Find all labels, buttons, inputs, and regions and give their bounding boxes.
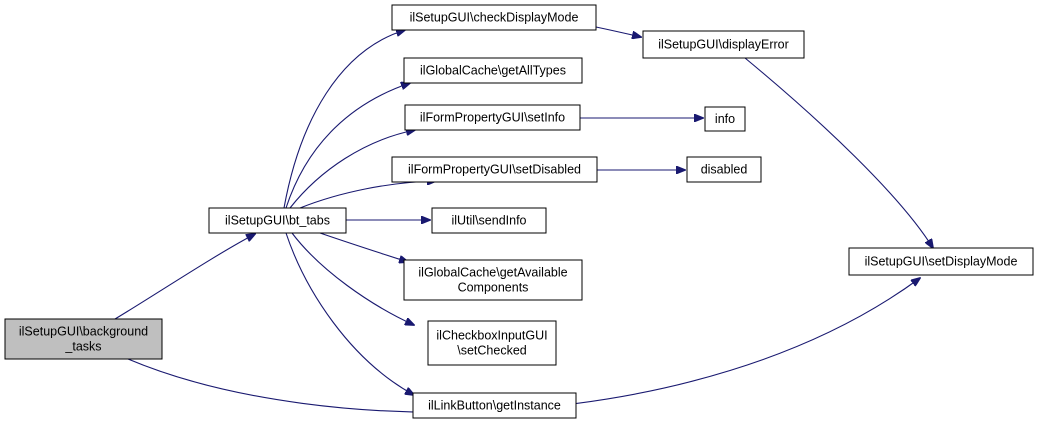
node-background_tasks: ilSetupGUI\background_tasks	[4, 318, 163, 360]
node-box	[848, 247, 1034, 276]
node-label: ilCheckboxInputGUI	[436, 329, 547, 343]
node-checkDisplayMode[interactable]: ilSetupGUI\checkDisplayMode	[391, 4, 597, 31]
edge-bt_tabs-to-getAvailableComponents	[319, 232, 408, 262]
node-label: ilLinkButton\getInstance	[428, 399, 561, 413]
node-box	[686, 156, 762, 183]
node-box	[403, 259, 583, 301]
node-label: ilSetupGUI\setDisplayMode	[865, 255, 1018, 269]
node-label: _tasks	[64, 340, 101, 354]
node-setChecked[interactable]: ilCheckboxInputGUI\setChecked	[427, 320, 557, 366]
node-box	[391, 156, 598, 183]
node-box	[404, 104, 581, 131]
node-getAllTypes[interactable]: ilGlobalCache\getAllTypes	[403, 57, 583, 84]
node-getInstance[interactable]: ilLinkButton\getInstance	[412, 392, 577, 419]
edge-background_tasks-to-bt_tabs	[114, 234, 255, 320]
edge-bt_tabs-to-getInstance	[285, 232, 414, 395]
node-sendInfo[interactable]: ilUtil\sendInfo	[431, 207, 547, 234]
node-box	[704, 106, 746, 132]
node-label: ilFormPropertyGUI\setInfo	[420, 111, 565, 125]
edge-bt_tabs-to-checkDisplayMode	[283, 30, 405, 209]
node-label: Components	[458, 281, 529, 295]
node-label: disabled	[701, 163, 748, 177]
node-box	[642, 30, 805, 59]
node-box	[391, 4, 597, 31]
node-label: ilUtil\sendInfo	[451, 214, 526, 228]
node-setDisabled[interactable]: ilFormPropertyGUI\setDisabled	[391, 156, 598, 183]
edge-bt_tabs-to-getAllTypes	[285, 83, 410, 209]
node-box	[431, 207, 547, 234]
edge-checkDisplayMode-to-displayError	[595, 26, 641, 37]
node-label: ilSetupGUI\checkDisplayMode	[410, 11, 579, 25]
node-setInfo[interactable]: ilFormPropertyGUI\setInfo	[404, 104, 581, 131]
node-box	[427, 320, 557, 366]
node-label: \setChecked	[457, 344, 527, 358]
node-label: info	[715, 112, 735, 126]
node-box	[403, 57, 583, 84]
node-label: ilSetupGUI\background	[19, 325, 148, 339]
edge-displayError-to-setDisplayMode	[744, 57, 933, 248]
node-box	[208, 207, 347, 234]
nodes-layer: ilSetupGUI\background_tasks ilSetupGUI\bt…	[4, 4, 1034, 419]
node-label: ilFormPropertyGUI\setDisabled	[408, 163, 581, 177]
edge-bt_tabs-to-setChecked	[291, 232, 414, 325]
edge-bt_tabs-to-setInfo	[289, 130, 415, 209]
node-label: ilGlobalCache\getAllTypes	[420, 64, 566, 78]
node-label: ilSetupGUI\bt_tabs	[225, 214, 330, 228]
node-box	[412, 392, 577, 419]
node-displayError[interactable]: ilSetupGUI\displayError	[642, 30, 805, 59]
node-disabled[interactable]: disabled	[686, 156, 762, 183]
node-setDisplayMode[interactable]: ilSetupGUI\setDisplayMode	[848, 247, 1034, 276]
edge-bt_tabs-to-setDisabled	[299, 181, 436, 209]
node-label: ilSetupGUI\displayError	[658, 38, 789, 52]
node-label: ilGlobalCache\getAvailable	[418, 266, 567, 280]
edges-layer	[114, 26, 933, 413]
node-bt_tabs[interactable]: ilSetupGUI\bt_tabs	[208, 207, 347, 234]
node-box	[4, 318, 163, 360]
node-info[interactable]: info	[704, 106, 746, 132]
